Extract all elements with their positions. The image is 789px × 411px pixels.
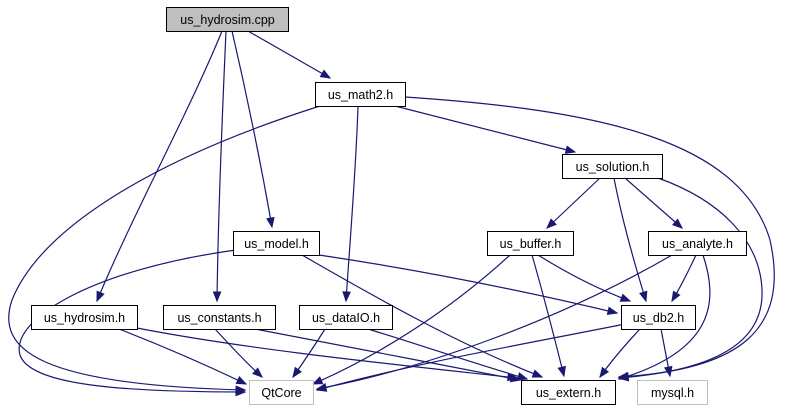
node-us-model-h-box <box>233 231 320 256</box>
edge-us-hydrosim-h-to-QtCore <box>118 328 247 385</box>
node-us-solution-h[interactable]: us_solution.h <box>562 154 663 179</box>
node-QtCore-box <box>249 380 314 405</box>
node-QtCore: QtCore <box>249 380 314 405</box>
edge-us-hydrosim-h-to-QtCore-arrowhead <box>235 376 248 385</box>
edge-us-math2-h-to-QtCore <box>8 105 321 391</box>
edge-us-solution-h-to-us-db2-h <box>613 177 647 302</box>
edge-us-math2-h-to-us-dataIO-h <box>345 105 359 302</box>
node-us-hydrosim-h[interactable]: us_hydrosim.h <box>31 305 138 330</box>
node-mysql-h-label: mysql.h <box>651 386 694 400</box>
node-us-db2-h-label: us_db2.h <box>633 311 684 325</box>
node-us-math2-h-label: us_math2.h <box>328 88 393 102</box>
edge-us-model-h-to-QtCore-arrowhead <box>235 387 247 397</box>
edge-us-solution-h-to-us-db2-h-arrowhead <box>639 290 648 303</box>
edge-us-db2-h-to-us-extern-h-arrowhead <box>599 366 610 379</box>
edge-us-solution-h-to-us-buffer-h-arrowhead <box>546 218 557 229</box>
node-us-constants-h-box <box>163 305 276 330</box>
edge-us-solution-h-to-us-extern-h <box>618 177 763 379</box>
node-us-hydrosim-h-label: us_hydrosim.h <box>44 311 125 325</box>
edge-us-buffer-h-to-us-db2-h-arrowhead <box>619 293 632 302</box>
edge-us-math2-h-to-us-extern-h <box>404 96 775 378</box>
edge-us-buffer-h-to-us-extern-h-arrowhead <box>557 365 566 378</box>
edge-us-model-h-to-us-db2-h <box>318 254 618 314</box>
node-us-model-h[interactable]: us_model.h <box>233 231 320 256</box>
node-us-hydrosim-cpp[interactable]: us_hydrosim.cpp <box>166 7 289 32</box>
node-mysql-h-box <box>637 380 708 405</box>
node-us-solution-h-box <box>562 154 663 179</box>
edge-us-dataIO-h-to-QtCore-arrowhead <box>292 366 303 379</box>
edge-us-buffer-h-to-us-db2-h <box>537 254 631 302</box>
node-us-buffer-h[interactable]: us_buffer.h <box>487 231 574 256</box>
node-us-analyte-h-label: us_analyte.h <box>662 237 733 251</box>
edge-us-db2-h-to-mysql-h-arrowhead <box>663 365 673 378</box>
nodes-layer: us_hydrosim.cpp us_math2.h us_solution.hus… <box>31 7 747 405</box>
edge-us-buffer-h-to-QtCore-arrowhead <box>311 376 324 385</box>
node-us-dataIO-h-box <box>299 305 393 330</box>
edge-us-analyte-h-to-us-db2-h-arrowhead <box>671 290 681 303</box>
node-us-extern-h[interactable]: us_extern.h <box>521 380 616 405</box>
edges-layer <box>8 30 775 397</box>
node-us-db2-h[interactable]: us_db2.h <box>621 305 696 330</box>
edge-us-constants-h-to-QtCore <box>214 328 263 378</box>
node-us-db2-h-box <box>621 305 696 330</box>
edge-us-hydrosim-cpp-to-us-model-h-arrowhead <box>266 216 275 229</box>
node-us-analyte-h-box <box>648 231 747 256</box>
edge-us-hydrosim-cpp-to-us-hydrosim-h <box>96 30 223 302</box>
edge-us-hydrosim-cpp-to-us-hydrosim-h-arrowhead <box>96 290 105 303</box>
edge-us-dataIO-h-to-us-extern-h-arrowhead <box>516 372 529 381</box>
node-us-buffer-h-box <box>487 231 574 256</box>
node-us-constants-h[interactable]: us_constants.h <box>163 305 276 330</box>
node-us-solution-h-label: us_solution.h <box>576 160 650 174</box>
edge-us-analyte-h-to-us-extern-h <box>618 254 711 380</box>
edge-us-math2-h-to-us-solution-h <box>394 105 576 153</box>
edge-us-model-h-to-QtCore <box>18 249 246 393</box>
node-us-analyte-h[interactable]: us_analyte.h <box>648 231 747 256</box>
edge-us-solution-h-to-us-buffer-h <box>546 177 601 229</box>
edge-us-model-h-to-us-db2-h-arrowhead <box>606 306 619 316</box>
edge-us-hydrosim-cpp-to-us-math2-h-arrowhead <box>319 69 332 79</box>
node-us-model-h-label: us_model.h <box>244 237 309 251</box>
edge-us-model-h-to-us-extern-h <box>301 254 543 378</box>
node-us-extern-h-label: us_extern.h <box>536 386 601 400</box>
edge-us-analyte-h-to-QtCore <box>316 254 673 390</box>
edge-us-db2-h-to-QtCore <box>316 323 626 391</box>
node-QtCore-label: QtCore <box>261 386 301 400</box>
node-us-hydrosim-cpp-box <box>166 7 289 32</box>
node-us-extern-h-box <box>521 380 616 405</box>
edge-us-hydrosim-cpp-to-us-constants-h <box>216 30 227 302</box>
node-us-math2-h-box <box>315 82 406 107</box>
edge-us-hydrosim-cpp-to-us-model-h <box>231 30 273 228</box>
edge-us-dataIO-h-to-us-extern-h <box>367 328 528 380</box>
node-us-hydrosim-h-box <box>31 305 138 330</box>
edge-us-model-h-to-us-extern-h-arrowhead <box>531 369 544 378</box>
node-us-dataIO-h-label: us_dataIO.h <box>312 311 380 325</box>
edge-us-buffer-h-to-us-extern-h <box>531 254 565 377</box>
edge-us-buffer-h-to-QtCore <box>312 254 511 385</box>
edge-us-solution-h-to-us-analyte-h-arrowhead <box>671 218 684 229</box>
edge-us-constants-h-to-QtCore-arrowhead <box>252 367 263 378</box>
node-us-math2-h[interactable]: us_math2.h <box>315 82 406 107</box>
edge-us-constants-h-to-us-extern-h <box>254 328 521 381</box>
edge-us-analyte-h-to-us-extern-h-arrowhead <box>617 372 630 381</box>
edge-us-math2-h-to-us-dataIO-h-arrowhead <box>342 291 351 303</box>
edge-us-hydrosim-cpp-to-us-math2-h <box>247 30 331 79</box>
edge-us-math2-h-to-us-solution-h-arrowhead <box>564 145 577 154</box>
node-us-hydrosim-cpp-label: us_hydrosim.cpp <box>180 13 275 27</box>
node-mysql-h: mysql.h <box>637 380 708 405</box>
edge-us-db2-h-to-QtCore-arrowhead <box>315 383 328 392</box>
edge-us-hydrosim-cpp-to-us-constants-h-arrowhead <box>212 291 222 303</box>
edge-us-solution-h-to-us-analyte-h <box>624 177 683 229</box>
edge-us-hydrosim-h-to-us-extern-h <box>136 327 518 379</box>
node-us-constants-h-label: us_constants.h <box>177 311 261 325</box>
node-us-dataIO-h[interactable]: us_dataIO.h <box>299 305 393 330</box>
node-us-buffer-h-label: us_buffer.h <box>500 237 562 251</box>
